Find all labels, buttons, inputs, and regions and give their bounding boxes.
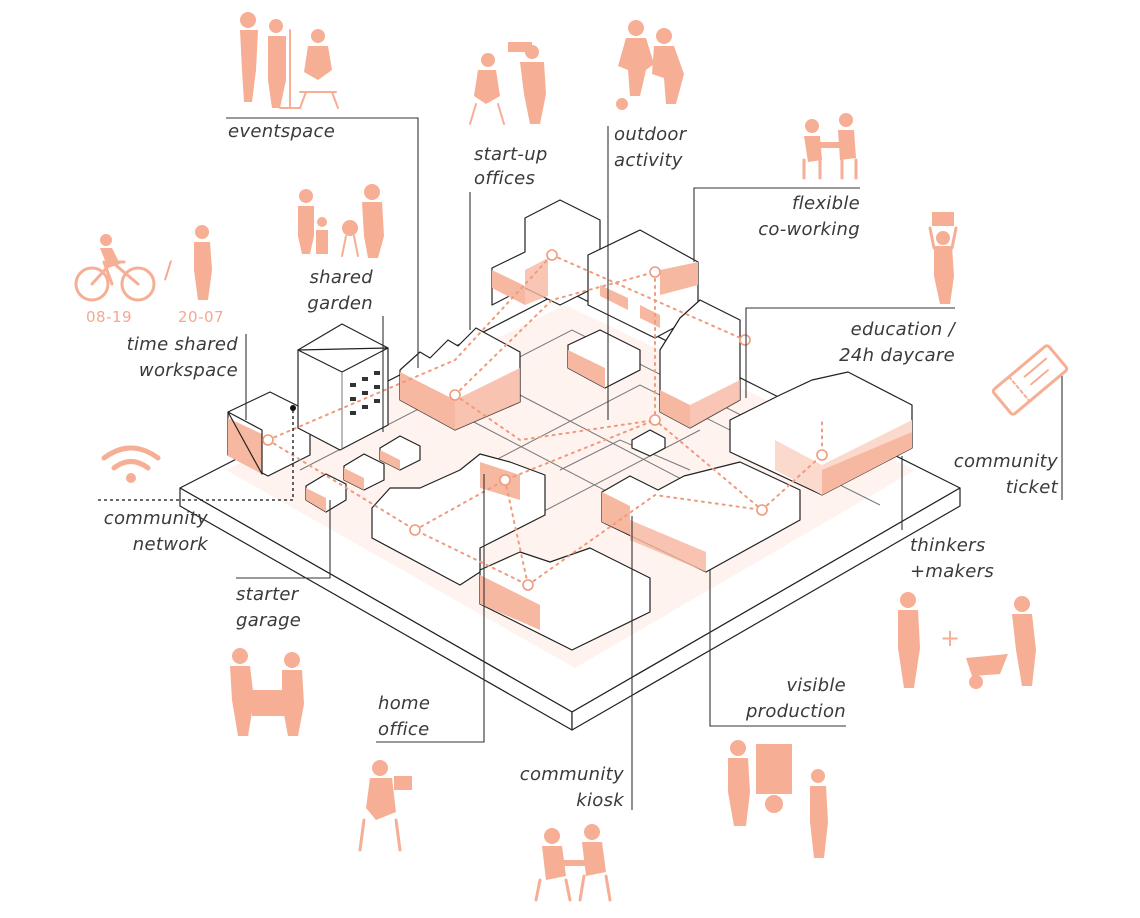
label-network-line1: community [104, 508, 208, 529]
figure-thinker [898, 592, 920, 688]
label-outdoor-line2: activity [614, 150, 683, 171]
building-education-daycare [659, 299, 741, 429]
leader-home [376, 474, 485, 743]
plus-symbol: + [940, 624, 960, 652]
figure-phone-person [194, 225, 212, 300]
building-thinkers-makers [729, 371, 913, 496]
building-visible-production [601, 461, 801, 573]
figure-kiosk-pair [534, 824, 612, 902]
label-home-line1: home [378, 693, 430, 714]
label-flexible-line1: flexible [792, 193, 860, 214]
figure-coworking-pair [802, 113, 858, 180]
label-garden-line1: shared [309, 267, 373, 288]
ticket-icon [991, 344, 1069, 416]
leader-eventspace [226, 117, 419, 368]
building-community-kiosk [479, 547, 651, 651]
label-education-line1: education / [851, 319, 957, 340]
figure-daycare-kid [928, 212, 958, 304]
label-outdoor-line1: outdoor [614, 124, 688, 145]
time-slash: / [164, 256, 173, 284]
label-thinkers-line2: +makers [910, 561, 994, 582]
leader-lines [98, 117, 1063, 810]
network-nodes [262, 249, 828, 591]
label-garage-line1: starter [236, 584, 300, 605]
figure-maker-wheelbarrow [966, 596, 1036, 689]
labels: eventspace start-up offices outdoor acti… [86, 121, 1059, 811]
label-education-line2: 24h daycare [839, 345, 955, 366]
label-kiosk-line1: community [520, 764, 624, 785]
time-day-label: 08-19 [86, 308, 132, 326]
figure-garden-bbq [298, 184, 384, 258]
building-startup-offices [491, 199, 601, 306]
leader-network [98, 408, 294, 501]
figure-garage-movers [230, 648, 304, 736]
label-ticket-line2: ticket [1006, 477, 1059, 498]
figure-outdoor-football [616, 20, 684, 110]
time-night-label: 20-07 [178, 308, 224, 326]
label-flexible-line2: co-working [758, 219, 860, 240]
label-timeshared-line2: workspace [139, 360, 238, 381]
label-network-line2: network [133, 534, 209, 555]
leader-visible [709, 570, 846, 727]
figure-eventspace-band [240, 12, 339, 109]
network-anchor-dot [290, 405, 296, 411]
label-ticket-line1: community [954, 451, 1058, 472]
outdoor-bench [631, 429, 666, 457]
cyclist-figure [74, 234, 156, 302]
leader-flexible [693, 187, 860, 262]
building-eventspace [399, 327, 521, 431]
building-flexible-coworking [567, 229, 699, 389]
building-starter-garages [305, 435, 421, 513]
label-visible-line1: visible [786, 675, 846, 696]
label-startup-line2: offices [474, 168, 535, 189]
label-kiosk-line2: kiosk [576, 790, 625, 811]
figure-production-cart [728, 740, 828, 858]
label-garage-line2: garage [236, 610, 301, 631]
label-home-line2: office [378, 719, 429, 740]
label-timeshared-line1: time shared [127, 334, 239, 355]
label-eventspace: eventspace [228, 121, 335, 142]
wifi-icon [101, 445, 161, 483]
figure-startup-film [469, 42, 546, 125]
leader-education [745, 307, 955, 398]
workspace-window-grid [350, 371, 380, 415]
label-visible-line2: production [745, 701, 846, 722]
figure-home-office [358, 760, 412, 852]
buildings [227, 199, 913, 651]
label-garden-line2: garden [307, 293, 373, 314]
label-startup-line1: start-up [474, 144, 548, 165]
label-thinkers-line1: thinkers [910, 535, 986, 556]
leader-garage [236, 500, 331, 579]
